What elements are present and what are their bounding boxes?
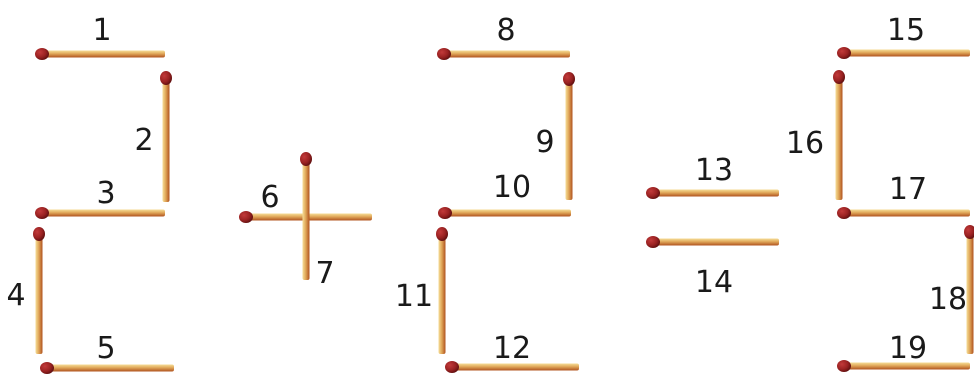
matchstick-head [300, 152, 312, 166]
matchstick-body [842, 210, 970, 217]
matchstick-body [443, 210, 571, 217]
matchstick-label-17: 17 [889, 172, 927, 207]
matchstick-label-18: 18 [929, 282, 967, 317]
matchstick-label-6: 6 [260, 180, 279, 215]
matchstick-body [40, 51, 165, 58]
matchstick-label-5: 5 [96, 331, 115, 366]
matchstick-10[interactable] [438, 207, 571, 219]
matchstick-head [438, 207, 452, 219]
matchstick-1[interactable] [35, 48, 165, 60]
matchstick-label-3: 3 [96, 176, 115, 211]
matchstick-body [163, 76, 170, 202]
matchstick-label-2: 2 [134, 123, 153, 158]
matchstick-11[interactable] [436, 227, 448, 354]
matchstick-label-10: 10 [493, 170, 531, 205]
matchstick-17[interactable] [837, 207, 970, 219]
matchstick-head [837, 47, 851, 59]
matchstick-8[interactable] [437, 48, 570, 60]
matchstick-body [651, 239, 779, 246]
matchstick-16[interactable] [833, 70, 845, 200]
matchstick-label-1: 1 [92, 13, 111, 48]
matchstick-head [33, 227, 45, 241]
matchstick-2[interactable] [160, 71, 172, 202]
matchstick-body [442, 51, 570, 58]
matchstick-head [837, 360, 851, 372]
matchstick-label-8: 8 [496, 13, 515, 48]
matchstick-14[interactable] [646, 236, 779, 248]
matchstick-label-9: 9 [535, 125, 554, 160]
matchstick-body [439, 232, 446, 354]
matchstick-label-13: 13 [695, 153, 733, 188]
matchstick-15[interactable] [837, 47, 970, 59]
matchstick-label-16: 16 [786, 126, 824, 161]
matchstick-head [35, 207, 49, 219]
matchstick-head [436, 227, 448, 241]
matchstick-body [967, 230, 974, 354]
matchstick-label-19: 19 [889, 331, 927, 366]
matchstick-head [646, 236, 660, 248]
matchstick-head [437, 48, 451, 60]
matchstick-body [836, 75, 843, 200]
matchstick-head [646, 187, 660, 199]
matchstick-9[interactable] [563, 72, 575, 200]
matchstick-4[interactable] [33, 227, 45, 354]
matchstick-head [837, 207, 851, 219]
matchstick-label-15: 15 [887, 13, 925, 48]
matchstick-head [964, 225, 974, 239]
matchstick-body [842, 50, 970, 57]
matchstick-head [239, 211, 253, 223]
matchstick-head [445, 361, 459, 373]
matchstick-head [35, 48, 49, 60]
matchstick-head [563, 72, 575, 86]
matchstick-body [303, 157, 310, 280]
matchstick-13[interactable] [646, 187, 779, 199]
matchstick-body [36, 232, 43, 354]
matchstick-body [566, 77, 573, 200]
matchstick-head [160, 71, 172, 85]
matchstick-body [651, 190, 779, 197]
matchstick-label-4: 4 [6, 278, 25, 313]
matchstick-label-11: 11 [395, 279, 433, 314]
matchstick-label-7: 7 [315, 256, 334, 291]
matchstick-head [40, 362, 54, 374]
matchstick-label-14: 14 [695, 265, 733, 300]
matchstick-label-12: 12 [493, 331, 531, 366]
matchstick-head [833, 70, 845, 84]
